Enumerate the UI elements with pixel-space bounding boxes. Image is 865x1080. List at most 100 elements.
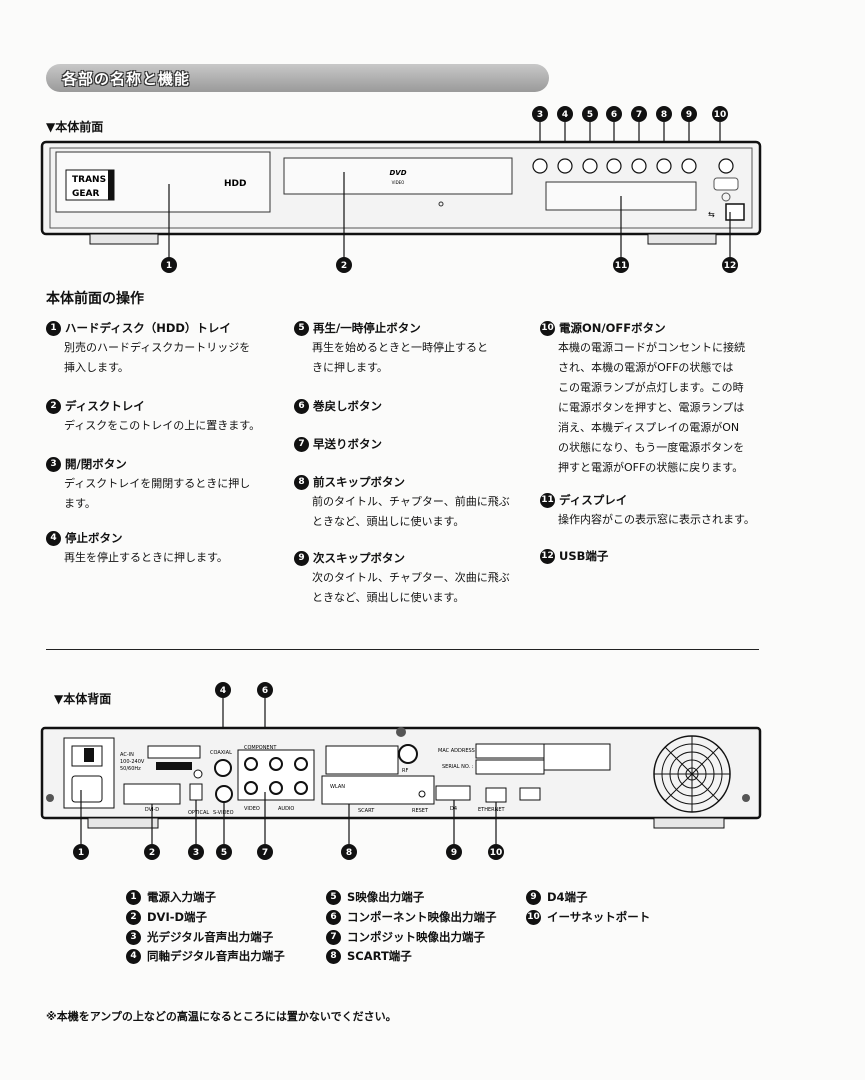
- operation-item-description-line: ときなど、頭出しに使います。: [312, 515, 465, 528]
- video-label: VIDEO: [244, 806, 260, 812]
- rear-top-callouts: 4 6: [215, 682, 273, 698]
- operation-item-description: 本機の電源コードがコンセントに接続され、本機の電源がOFFの状態ではこの電源ラン…: [558, 338, 780, 478]
- operation-item-number: 2: [46, 398, 61, 414]
- fast-forward-button: [631, 158, 647, 174]
- operation-item-description-line: 再生を停止するときに押します。: [64, 551, 228, 564]
- operation-item-description-line: 消え、本機ディスプレイの電源がON: [558, 421, 740, 434]
- audio-r-port: [294, 781, 308, 795]
- operation-item-title-row: 2 ディスクトレイ: [46, 398, 286, 414]
- operation-item-number: 4: [46, 530, 61, 546]
- front-bottom-callouts: 1 2 11 12: [161, 257, 738, 273]
- operation-item-description: ディスクトレイを開閉するときに押します。: [64, 474, 286, 514]
- rear-legend-item-6: 6 コンポーネント映像出力端子: [326, 909, 497, 925]
- callout-12-text: 12: [724, 261, 737, 271]
- rear-callout-1: 1: [73, 844, 89, 860]
- svideo-port: [215, 785, 233, 803]
- rear-legend-text: 同軸デジタル音声出力端子: [147, 949, 285, 963]
- rear-legend-number: 2: [126, 909, 141, 925]
- callout-7-text: 7: [636, 110, 642, 120]
- rear-legend-text: 電源入力端子: [147, 890, 216, 904]
- rear-callout-6: 6: [257, 682, 273, 698]
- serial-label: SERIAL NO. :: [442, 764, 474, 770]
- rear-callout-1-text: 1: [78, 848, 84, 858]
- component-y-port: [244, 757, 258, 771]
- optical-label: OPTICAL: [188, 810, 209, 816]
- operation-item-title: ディスプレイ: [559, 493, 628, 507]
- operation-item-title: 開/閉ボタン: [65, 457, 127, 471]
- optical-port: [189, 783, 203, 801]
- callout-10: 10: [712, 106, 728, 122]
- svideo-label: S-VIDEO: [213, 810, 234, 816]
- operation-item-description-line: され、本機の電源がOFFの状態では: [558, 361, 734, 374]
- ac-label: AC-IN: [120, 752, 134, 758]
- component-pr-port: [294, 757, 308, 771]
- power-inlet: [71, 775, 103, 803]
- callout-1: 1: [161, 257, 177, 273]
- operation-item-description-line: 挿入します。: [64, 361, 129, 374]
- operation-item-description: 再生を始めるときと一時停止するときに押します。: [312, 338, 534, 378]
- callout-6: 6: [606, 106, 622, 122]
- rear-bottom-callouts: 1 2 3 5 7 8 9 10: [73, 844, 504, 860]
- operation-item-description-line: ときなど、頭出しに使います。: [312, 591, 465, 604]
- operation-item-description-line: ディスクトレイを開閉するときに押し: [64, 477, 251, 490]
- rear-label: ▼本体背面: [54, 692, 112, 706]
- callout-5-text: 5: [587, 110, 593, 120]
- callout-7: 7: [631, 106, 647, 122]
- rear-callout-9-text: 9: [451, 848, 457, 858]
- callout-3: 3: [532, 106, 548, 122]
- operation-item-number: 10: [540, 320, 555, 336]
- operation-item-description-line: 別売のハードディスクカートリッジを: [64, 341, 251, 354]
- callout-8: 8: [656, 106, 672, 122]
- rear-callout-2-text: 2: [149, 848, 155, 858]
- open-close-button: [532, 158, 548, 174]
- operation-item-description-line: 操作内容がこの表示窓に表示されます。: [558, 513, 755, 526]
- rear-legend-item-1: 1 電源入力端子: [126, 889, 216, 905]
- operation-item-number: 5: [294, 320, 309, 336]
- operation-item-description: 別売のハードディスクカートリッジを挿入します。: [64, 338, 286, 378]
- wlan-label: WLAN: [330, 784, 345, 790]
- operation-item-number: 12: [540, 548, 555, 564]
- rewind-button: [606, 158, 622, 174]
- rear-legend-text: D4端子: [547, 890, 588, 904]
- operation-item-description-line: に電源ボタンを押すと、電源ランプは: [558, 401, 745, 414]
- callout-2-text: 2: [341, 261, 347, 271]
- rf-port: [398, 744, 418, 764]
- rear-callout-5-text: 5: [221, 848, 227, 858]
- rear-legend-number: 3: [126, 929, 141, 945]
- operation-item-title: 電源ON/OFFボタン: [559, 321, 666, 335]
- rear-legend-number: 4: [126, 948, 141, 964]
- operation-item-title: ディスクトレイ: [65, 399, 145, 413]
- operation-item-number: 3: [46, 456, 61, 472]
- brand-logo: [65, 169, 115, 201]
- component-label: COMPONENT: [244, 745, 277, 751]
- disc-tray: [283, 157, 513, 195]
- section-banner: 各部の名称と機能: [46, 64, 549, 92]
- rear-legend-text: コンポーネント映像出力端子: [347, 910, 497, 924]
- operation-item-description-line: 再生を始めるときと一時停止すると: [312, 341, 488, 354]
- rear-legend-number: 6: [326, 909, 341, 925]
- rear-legend-text: S映像出力端子: [347, 890, 425, 904]
- usb-port: [725, 203, 745, 221]
- coaxial-port: [214, 759, 232, 777]
- rear-legend-text: コンポジット映像出力端子: [347, 930, 485, 944]
- scart-port: [321, 775, 435, 805]
- callout-10-text: 10: [714, 110, 727, 120]
- coaxial-label: COAXIAL: [210, 750, 232, 756]
- mac-label: MAC ADDRESS :: [438, 748, 478, 754]
- rear-callout-10: 10: [488, 844, 504, 860]
- operation-item-3: 3 開/閉ボタンディスクトレイを開閉するときに押します。: [46, 456, 286, 514]
- rear-legend-number: 1: [126, 889, 141, 905]
- play-pause-button: [582, 158, 598, 174]
- hdd-label: HDD: [224, 179, 246, 189]
